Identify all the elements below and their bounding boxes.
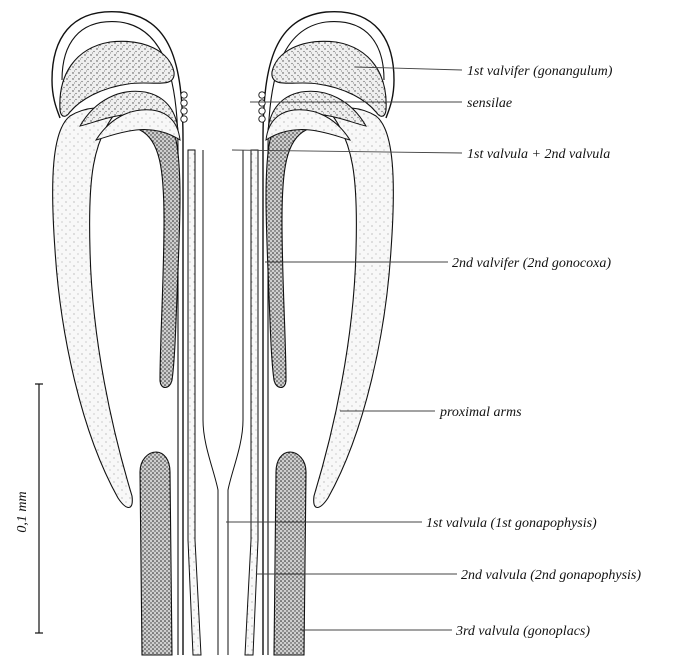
label-2nd-gonapophysis: 2nd valvula (2nd gonapophysis) [461,568,641,583]
label-gonoplacs: 3rd valvula (gonoplacs) [455,624,590,639]
scale-bar-label: 0,1 mm [15,491,30,532]
right-half [228,12,394,655]
label-2nd-valvifer: 2nd valvifer (2nd gonocoxa) [452,256,611,271]
left-half [52,12,218,655]
label-gonangulum: 1st valvifer (gonangulum) [467,64,613,79]
leader-lines [226,67,462,630]
label-proximal-arms: proximal arms [439,405,522,420]
label-valvula-1-2: 1st valvula + 2nd valvula [467,147,610,162]
label-sensilae: sensilae [467,96,512,111]
label-1st-gonapophysis: 1st valvula (1st gonapophysis) [426,516,597,531]
scale-bar [35,384,43,633]
